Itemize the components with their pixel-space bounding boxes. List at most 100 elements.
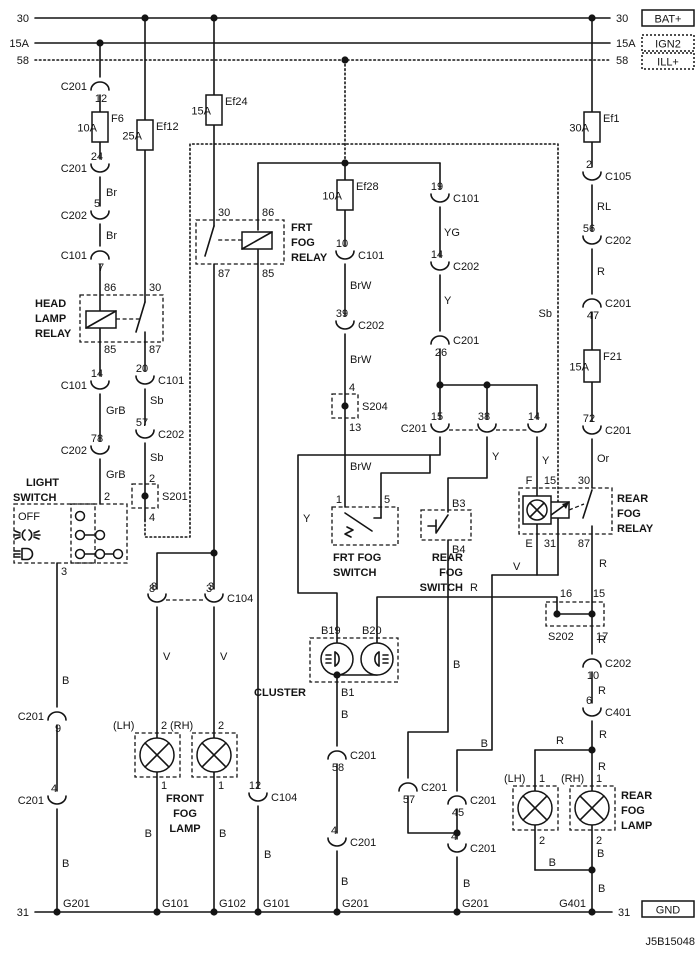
label-relay: RELAY xyxy=(35,328,72,340)
connector-C202-10-name: C202 xyxy=(605,658,631,670)
connector-C101-10-name: C101 xyxy=(358,250,384,262)
label-b: B xyxy=(597,848,604,860)
connector-C202-57 xyxy=(135,429,155,439)
bus-15a-label-right: 15A xyxy=(616,38,636,50)
connector-C201-24-pin: 24 xyxy=(91,151,103,163)
cluster-rear-fog-indicator-lens xyxy=(374,651,380,667)
frt-fog-switch-spring-wire xyxy=(344,526,354,538)
connector-C201-45-pin: 45 xyxy=(452,807,464,819)
label-rear: REAR xyxy=(617,493,648,505)
frt-fog-switch-5-out-wire xyxy=(380,454,431,508)
label-light: LIGHT xyxy=(26,477,59,489)
connector-C201-26-mask xyxy=(431,331,449,349)
frt-fog-relay-coil-diagonal xyxy=(241,231,273,250)
connector-C202-78 xyxy=(90,445,110,455)
label-1: 1 xyxy=(539,773,545,785)
light-switch-contact-2-0 xyxy=(74,548,86,560)
label-fog: FOG xyxy=(173,808,197,820)
label-g101: G101 xyxy=(162,898,189,910)
connector-C201-9 xyxy=(47,711,67,721)
junction-dot-15 xyxy=(553,610,561,618)
label-b19: B19 xyxy=(321,625,341,637)
label-frt-fog: FRT FOG xyxy=(333,552,381,564)
junction-dot-19 xyxy=(210,908,218,916)
fuse-Ef1-amp: 30A xyxy=(569,123,589,135)
label-v: V xyxy=(163,651,171,663)
connector-C101-10-pin: 10 xyxy=(336,238,348,250)
connector-C401-6 xyxy=(582,707,602,717)
rear-fog-switch-blade xyxy=(435,514,449,534)
label-g102: G102 xyxy=(219,898,246,910)
label-v: V xyxy=(513,561,521,573)
connector-C201-57-mask xyxy=(399,778,417,796)
c104-8-branch-wire xyxy=(156,552,215,593)
label-f: F xyxy=(526,475,533,487)
bus-58-label-left: 58 xyxy=(17,55,29,67)
label-15: 15 xyxy=(593,588,605,600)
label-lamp: LAMP xyxy=(35,313,66,325)
parking-lights-icon-ray0 xyxy=(14,530,21,534)
connector-C101-7-name: C101 xyxy=(61,250,87,262)
junction-dot-4 xyxy=(341,56,349,64)
front-fog-lamp-rh-box xyxy=(191,732,238,778)
label-s204: S204 xyxy=(362,401,388,413)
diagram-number: J5B15048 xyxy=(645,936,695,948)
connector-C202-10-mask xyxy=(583,654,601,672)
fog-indicator-route-wire xyxy=(297,384,441,644)
connector-C101-14 xyxy=(90,380,110,390)
label-y: Y xyxy=(492,451,500,463)
label-1: 1 xyxy=(161,780,167,792)
splice-s201-box xyxy=(131,483,159,509)
junction-dot-23 xyxy=(588,908,596,916)
rear-fog-relay-coil-arrow xyxy=(562,502,569,509)
connector-C201-12-name: C201 xyxy=(61,81,87,93)
fuse-F6 xyxy=(91,111,109,143)
label-fog: FOG xyxy=(439,567,463,579)
connector-C401-6-mask xyxy=(583,703,601,721)
label-sb: Sb xyxy=(150,395,163,407)
label-rl: RL xyxy=(597,201,611,213)
connector-C201-12-pin: 12 xyxy=(95,93,107,105)
bus-30-label-left: 30 xyxy=(17,13,29,25)
parking-lights-icon xyxy=(28,529,33,541)
label-3: 3 xyxy=(61,566,67,578)
fuse-Ef28-label: Ef28 xyxy=(356,181,379,193)
fuse-F21 xyxy=(583,349,601,383)
connector-C202-5 xyxy=(90,210,110,220)
connector-C104-3 xyxy=(204,593,224,603)
label-b: B xyxy=(549,857,556,869)
label--rh-: (RH) xyxy=(561,773,584,785)
fuse-Ef24-label: Ef24 xyxy=(225,96,248,108)
connector-C202-78-name: C202 xyxy=(61,445,87,457)
label-sb: Sb xyxy=(150,452,163,464)
connector-C101-10-mask xyxy=(336,246,354,264)
label-rear: REAR xyxy=(432,552,463,564)
label-frt: FRT xyxy=(291,222,313,234)
light-switch-off-label: OFF xyxy=(18,511,40,523)
connector-C201-4-pin: 4 xyxy=(51,783,57,795)
cluster-rear-fog-indicator xyxy=(360,642,394,676)
parking-lights-icon xyxy=(21,529,26,541)
connector-C101-19-mask xyxy=(431,189,449,207)
connector-C201-26-name: C201 xyxy=(453,335,479,347)
label-fog: FOG xyxy=(291,237,315,249)
junction-dot-7 xyxy=(436,381,444,389)
junction-dot-5 xyxy=(341,159,349,167)
label-2: 2 xyxy=(104,491,110,503)
label-g101: G101 xyxy=(263,898,290,910)
label-b: B xyxy=(62,675,69,687)
frt-fog-relay-switch xyxy=(204,225,215,257)
label-87: 87 xyxy=(149,344,161,356)
label-or: Or xyxy=(597,453,610,465)
light-switch-contact-2-2 xyxy=(112,548,124,560)
label-2: 2 xyxy=(596,835,602,847)
connector-C202-56-name: C202 xyxy=(605,235,631,247)
connector-C101-19-name: C101 xyxy=(453,193,479,205)
label--rh-: (RH) xyxy=(170,720,193,732)
connector-C201-58-mask xyxy=(328,746,346,764)
label-b: B xyxy=(463,878,470,890)
junction-dot-14 xyxy=(341,402,349,410)
connector-C201-57 xyxy=(398,782,418,792)
connector-C202-14-pin: 14 xyxy=(431,249,443,261)
label-b3: B3 xyxy=(452,498,465,510)
